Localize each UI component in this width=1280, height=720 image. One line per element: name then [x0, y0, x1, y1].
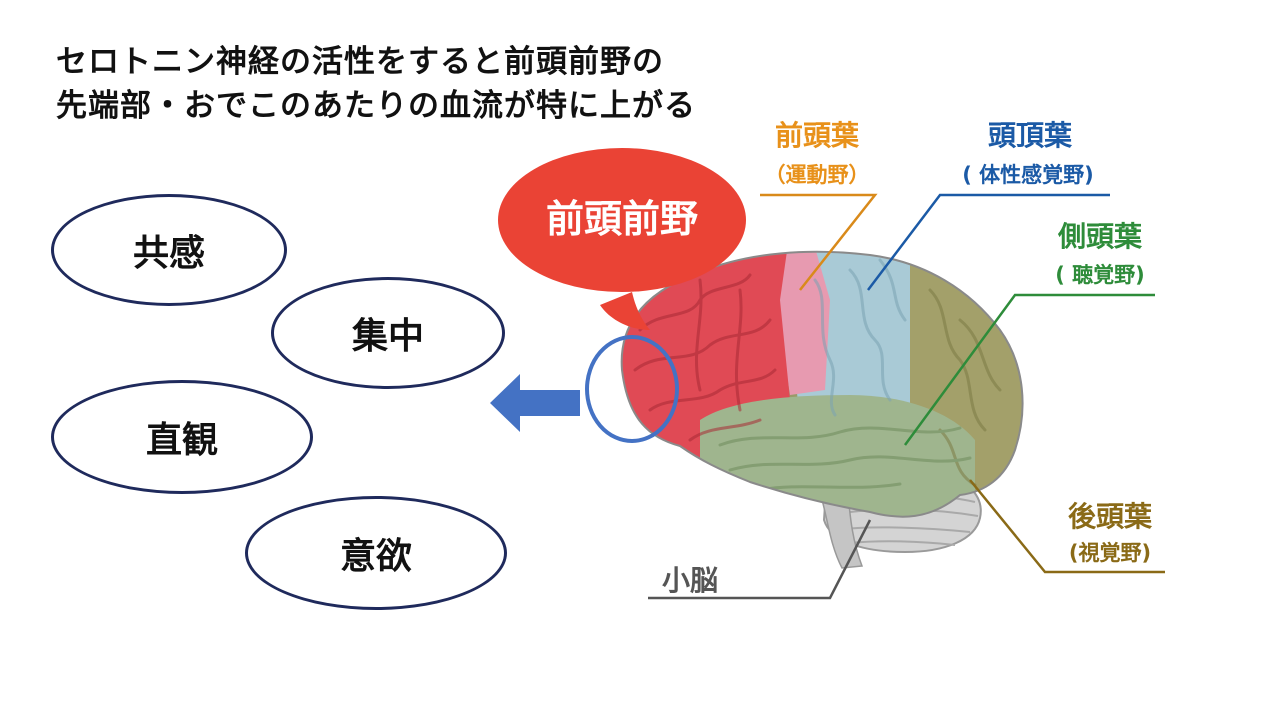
effect-concentration: 集中 [271, 277, 505, 389]
effect-intuition: 直観 [51, 380, 313, 494]
temporal-lobe-region [700, 395, 975, 517]
temporal-lobe-sub: ( 聴覚野) [1055, 263, 1145, 287]
cerebellum-label: 小脳 [662, 564, 718, 597]
frontal-lobe-sub: （運動野） [765, 163, 870, 187]
occipital-lobe-label: 後頭葉 [1068, 500, 1153, 533]
title-line-1: セロトニン神経の活性をすると前頭前野の [56, 44, 664, 80]
leader-lines [648, 193, 1165, 600]
temporal-lobe-label: 側頭葉 [1057, 220, 1143, 253]
forehead-highlight-circle [585, 335, 679, 443]
occipital-lobe-sub: (視覚野) [1069, 541, 1151, 565]
slide-title: セロトニン神経の活性をすると前頭前野の 先端部・おでこのあたりの血流が特に上がる [56, 40, 696, 128]
effect-empathy: 共感 [51, 194, 287, 306]
callout-label: 前頭前野 [546, 197, 698, 241]
effect-motivation: 意欲 [245, 496, 507, 610]
left-arrow-icon [490, 374, 580, 432]
parietal-lobe-sub: ( 体性感覚野) [962, 163, 1094, 187]
parietal-lobe-label: 頭頂葉 [988, 119, 1073, 152]
prefrontal-callout: 前頭前野 [498, 148, 746, 330]
lobe-labels: 前頭葉 （運動野） 頭頂葉 ( 体性感覚野) 側頭葉 ( 聴覚野) 後頭葉 (視… [662, 119, 1153, 597]
title-line-2: 先端部・おでこのあたりの血流が特に上がる [56, 88, 696, 124]
frontal-lobe-label: 前頭葉 [775, 119, 860, 152]
